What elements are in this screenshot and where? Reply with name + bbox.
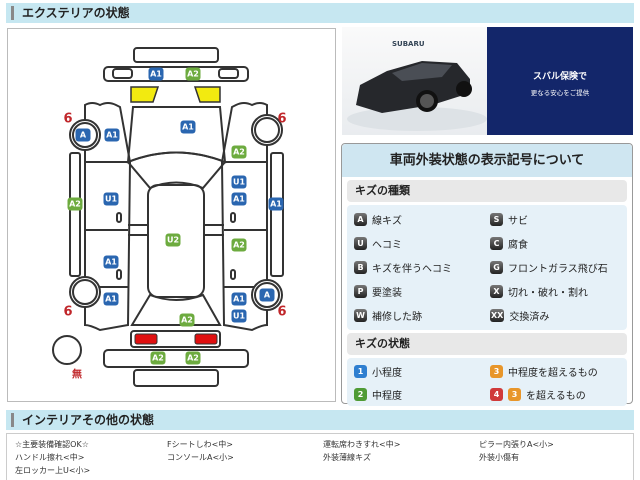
interior-note: ☆主要装備確認OK☆ (15, 440, 89, 449)
type-code-icon: B (354, 261, 367, 274)
damage-levels-title: キズの状態 (347, 333, 627, 355)
damage-badge: A1 (268, 197, 284, 211)
legend-type-item: A 線キズ (354, 212, 402, 227)
interior-note: 外装小傷有 (479, 453, 519, 462)
interior-note: Fシートしわ<中> (167, 440, 234, 449)
legend-type-item: B キズを伴うヘコミ (354, 260, 452, 275)
type-code-icon: A (354, 213, 367, 226)
damage-badge: A2 (231, 145, 247, 159)
damage-badge: A1 (231, 292, 247, 306)
damage-badge: A2 (179, 313, 195, 327)
damage-types-title: キズの種類 (347, 180, 627, 202)
type-code-icon: P (354, 285, 367, 298)
interior-note: ピラー内張りA<小> (479, 440, 554, 449)
subaru-logo: SUBARU (392, 40, 425, 48)
level-code-icon: 3 (508, 388, 521, 401)
damage-badge: A1 (148, 67, 164, 81)
legend-panel: 車両外装状態の表示記号について キズの種類 A 線キズ S サビ U ヘコミ C 腐食 B キズを… (341, 143, 633, 406)
interior-note: ハンドル擦れ<中> (15, 453, 85, 462)
legend-type-item: S サビ (490, 212, 528, 227)
tire-depth-rr: 6 (277, 304, 287, 320)
interior-note: 運転席わきすれ<中> (323, 440, 401, 449)
banner-line1: スバル保険で (532, 72, 587, 82)
type-code-icon: G (490, 261, 503, 274)
legend-type-item: X 切れ・破れ・割れ (490, 284, 588, 299)
type-label: フロントガラス飛び石 (508, 264, 608, 275)
interior-note: 左ロッカー上U<小> (15, 466, 91, 475)
damage-badge: A1 (103, 292, 119, 306)
damage-badge: A1 (103, 255, 119, 269)
damage-badge: A1 (231, 192, 247, 206)
type-code-icon: U (354, 237, 367, 250)
damage-badge: A2 (185, 351, 201, 365)
level-code-icon: 2 (354, 388, 367, 401)
type-code-icon: XX (490, 309, 505, 322)
type-label: ヘコミ (372, 240, 402, 251)
damage-badge: U1 (231, 175, 247, 189)
level-label: 小程度 (372, 368, 402, 379)
damage-badge: A (259, 288, 275, 302)
damage-badge: A1 (180, 120, 196, 134)
interior-note: 外装薄線キズ (323, 453, 371, 462)
car-photo: SUBARU (342, 27, 487, 135)
damage-badge: U1 (231, 309, 247, 323)
legend-type-item: XX 交換済み (490, 308, 549, 323)
legend-level-item: 3 中程度を超えるもの (490, 364, 598, 379)
level-code-icon: 3 (490, 365, 503, 378)
type-code-icon: S (490, 213, 503, 226)
tire-depth-rl: 6 (63, 304, 73, 320)
car-image (347, 61, 487, 131)
damage-badge: A2 (67, 197, 83, 211)
damage-badge: A1 (104, 128, 120, 142)
interior-notes: ☆主要装備確認OK☆ Fシートしわ<中> 運転席わきすれ<中> ピラー内張りA<小> ハ… (6, 433, 634, 480)
spare-tire-status: 無 (72, 369, 82, 381)
car-damage-diagram (7, 28, 336, 402)
exterior-header: エクステリアの状態 (6, 3, 634, 23)
legend-title: 車両外装状態の表示記号について (342, 144, 632, 177)
legend-type-item: G フロントガラス飛び石 (490, 260, 608, 275)
type-label: 腐食 (508, 240, 528, 251)
legend-level-item: 1 小程度 (354, 364, 402, 379)
car-outline (52, 47, 284, 387)
type-label: 要塗装 (372, 288, 402, 299)
type-label: 交換済み (509, 312, 550, 323)
level-label: 中程度を超えるもの (508, 368, 598, 379)
damage-badge: A2 (185, 67, 201, 81)
interior-note: コンソールA<小> (167, 453, 234, 462)
damage-badge: A2 (231, 238, 247, 252)
level-code-icon: 4 (490, 388, 503, 401)
type-code-icon: X (490, 285, 503, 298)
level-label: 中程度 (372, 391, 402, 402)
type-label: 切れ・破れ・割れ (508, 288, 588, 299)
level-label: を超えるもの (526, 391, 586, 402)
tire-depth-fr: 6 (277, 111, 287, 127)
tire-depth-fl: 6 (63, 111, 73, 127)
type-code-icon: W (354, 309, 367, 322)
legend-type-item: W 補修した跡 (354, 308, 422, 323)
damage-badge: A2 (150, 351, 166, 365)
level-code-icon: 1 (354, 365, 367, 378)
type-code-icon: C (490, 237, 503, 250)
banner-line2: 更なる安心をご提供 (530, 89, 590, 97)
type-label: 補修した跡 (372, 312, 422, 323)
legend-type-item: U ヘコミ (354, 236, 402, 251)
legend-type-item: C 腐食 (490, 236, 528, 251)
type-label: 線キズ (372, 216, 402, 227)
damage-badge: U1 (103, 192, 119, 206)
type-label: キズを伴うヘコミ (372, 264, 452, 275)
damage-badge: A (75, 128, 91, 142)
type-label: サビ (508, 216, 528, 227)
interior-header: インテリアその他の状態 (6, 410, 634, 430)
insurance-banner[interactable]: スバル保険で 更なる安心をご提供 (487, 27, 633, 135)
damage-badge: U2 (165, 233, 181, 247)
legend-type-item: P 要塗装 (354, 284, 402, 299)
legend-level-item: 2 中程度 (354, 387, 402, 402)
